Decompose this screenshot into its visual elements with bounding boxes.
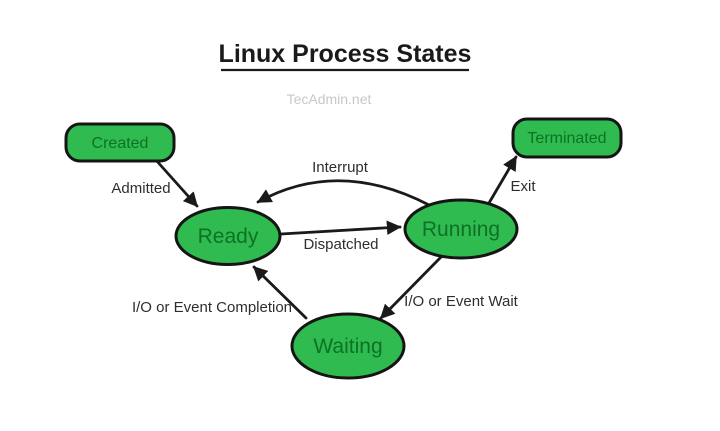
edge-io-completion-arrow [252,265,308,320]
edge-admitted-label: Admitted [111,180,170,197]
watermark: TecAdmin.net [287,91,372,107]
node-created-shape [64,122,176,163]
node-terminated-shape [511,117,623,159]
node-waiting-label: Waiting [313,335,382,358]
edge-interrupt-label: Interrupt [312,159,369,176]
node-ready: Ready [174,206,282,266]
node-created-label: Created [92,135,149,152]
node-ready-label: Ready [198,225,259,248]
edge-interrupt-arrow [256,179,431,207]
edge-io-wait-arrow [379,254,444,320]
edges: Admitted Interrupt Dispatched Exit I/O o… [111,155,536,320]
node-running: Running [403,198,519,260]
node-running-label: Running [422,218,500,241]
edge-dispatched-arrow [279,220,402,236]
node-ready-shape [174,206,282,266]
edge-exit-arrow [487,155,518,205]
node-terminated-label: Terminated [527,130,606,147]
edge-io-completion-label: I/O or Event Completion [132,299,292,316]
node-running-shape [403,198,519,260]
diagram-title: Linux Process States [219,40,472,68]
edge-exit-label: Exit [510,178,536,195]
node-waiting: Waiting [290,312,406,380]
node-terminated: Terminated [511,117,623,159]
node-created: Created [64,122,176,163]
edge-admitted-arrow [153,157,199,208]
edge-dispatched-label: Dispatched [303,236,378,253]
node-waiting-shape [290,312,406,380]
edge-io-wait-label: I/O or Event Wait [404,293,518,310]
